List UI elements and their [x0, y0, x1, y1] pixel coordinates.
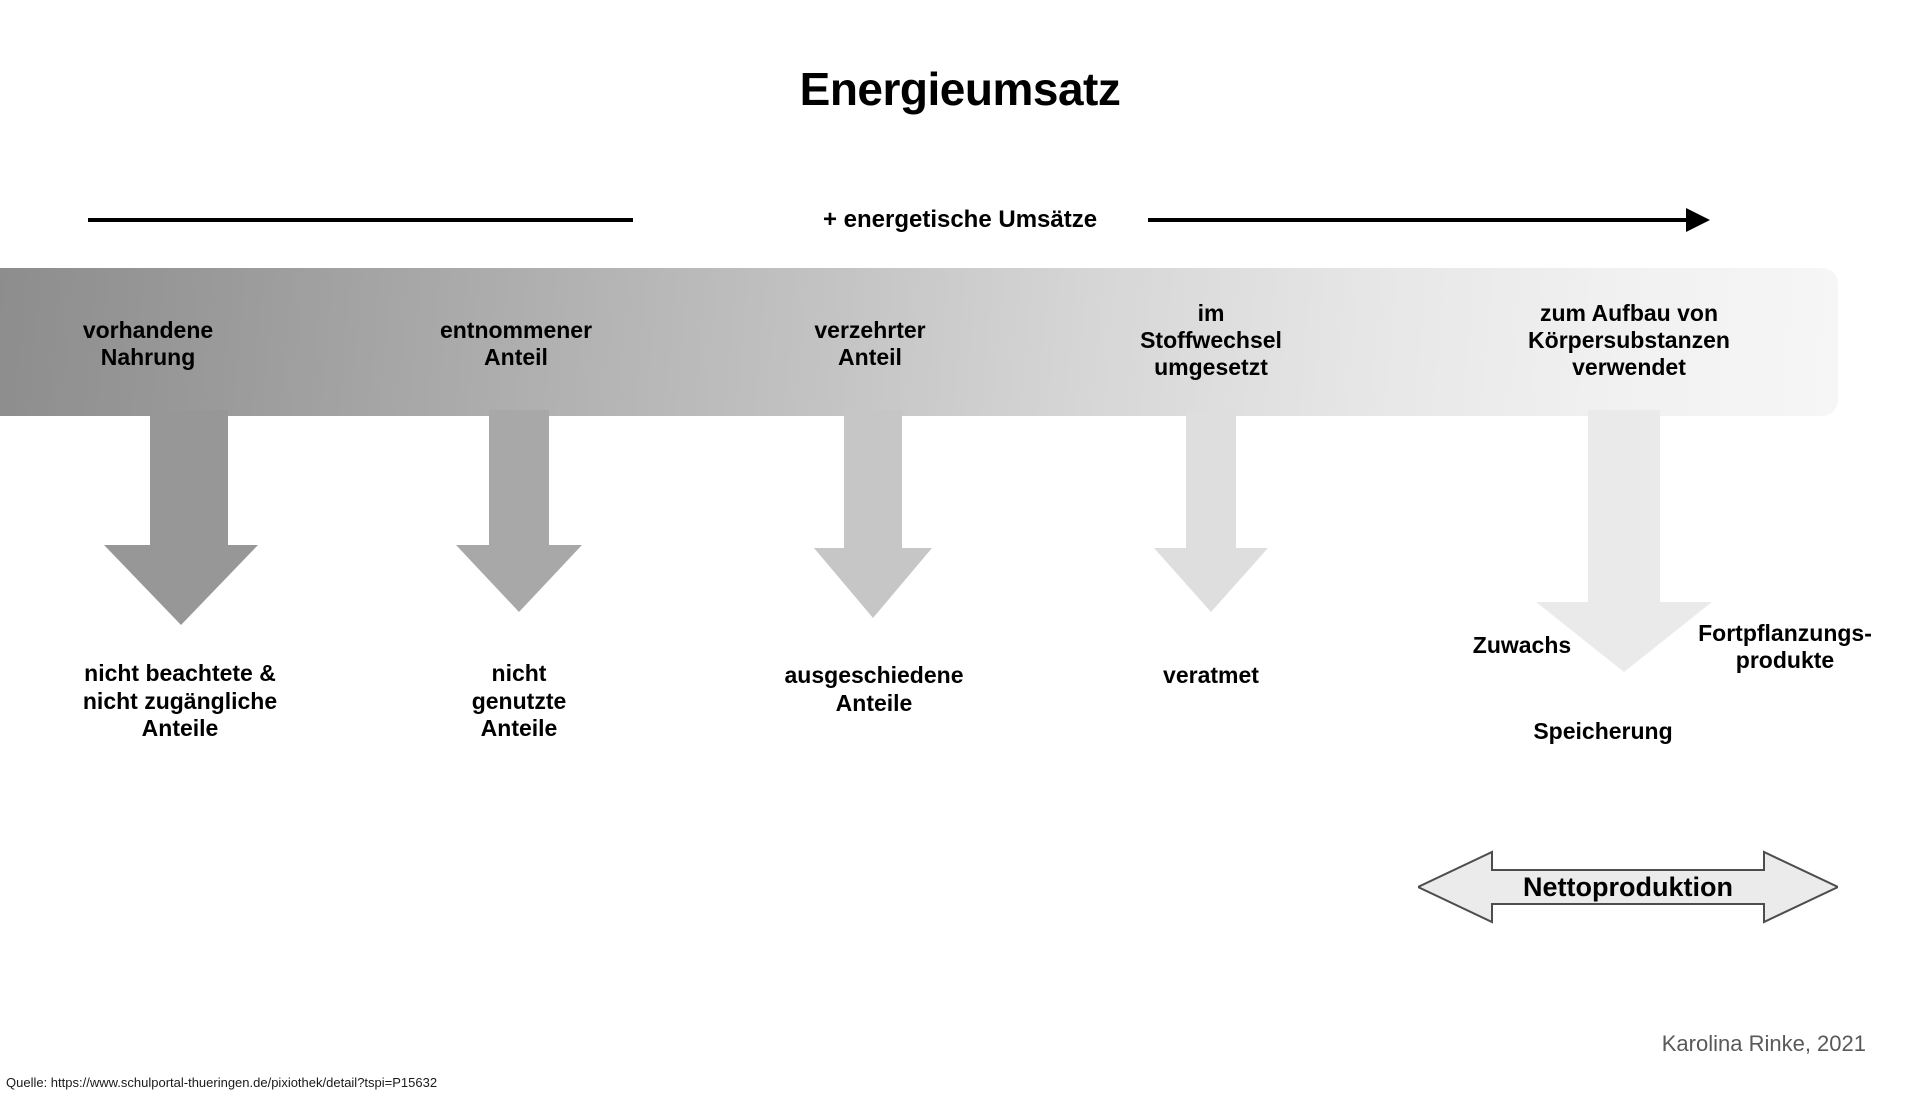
stage-label-im-stoffwechsel-umgesetzt: im Stoffwechsel umgesetzt — [1140, 300, 1282, 381]
nettoproduktion-arrow — [1418, 850, 1838, 924]
source-url: Quelle: https://www.schulportal-thuering… — [6, 1075, 438, 1090]
stage-label-zum-aufbau-von-koerpersubstanzen: zum Aufbau von Körpersubstanzen verwende… — [1528, 300, 1730, 381]
stage-label-vorhandene-nahrung: vorhandene Nahrung — [82, 317, 214, 371]
loss-label-3: ausgeschiedene Anteile — [784, 662, 964, 716]
nettoproduktion-label: Nettoproduktion — [1523, 872, 1733, 902]
energy-gradient-bar — [0, 268, 1838, 416]
loss-arrow-4 — [1154, 410, 1268, 612]
page-title: Energieumsatz — [799, 63, 1121, 115]
loss-arrow-2 — [456, 410, 582, 612]
loss-label-1: nicht beachtete & nicht zugängliche Ante… — [82, 660, 278, 742]
energy-axis-arrow — [88, 208, 1710, 232]
output-label-speicherung: Speicherung — [1533, 718, 1673, 744]
loss-arrow-1 — [104, 410, 258, 625]
loss-arrow-3 — [814, 410, 932, 618]
output-label-fortpflanzungsprodukte: Fortpflanzungs- produkte — [1698, 620, 1872, 673]
stage-label-verzehrter-anteil: verzehrter Anteil — [814, 317, 926, 371]
loss-label-4: veratmet — [1163, 662, 1259, 688]
stage-label-entnommener-anteil: entnommener Anteil — [439, 317, 593, 371]
author-credit: Karolina Rinke, 2021 — [1661, 1031, 1866, 1056]
axis-label: + energetische Umsätze — [822, 206, 1098, 233]
output-label-zuwachs: Zuwachs — [1472, 632, 1572, 658]
loss-label-2: nicht genutzte Anteile — [471, 660, 567, 742]
